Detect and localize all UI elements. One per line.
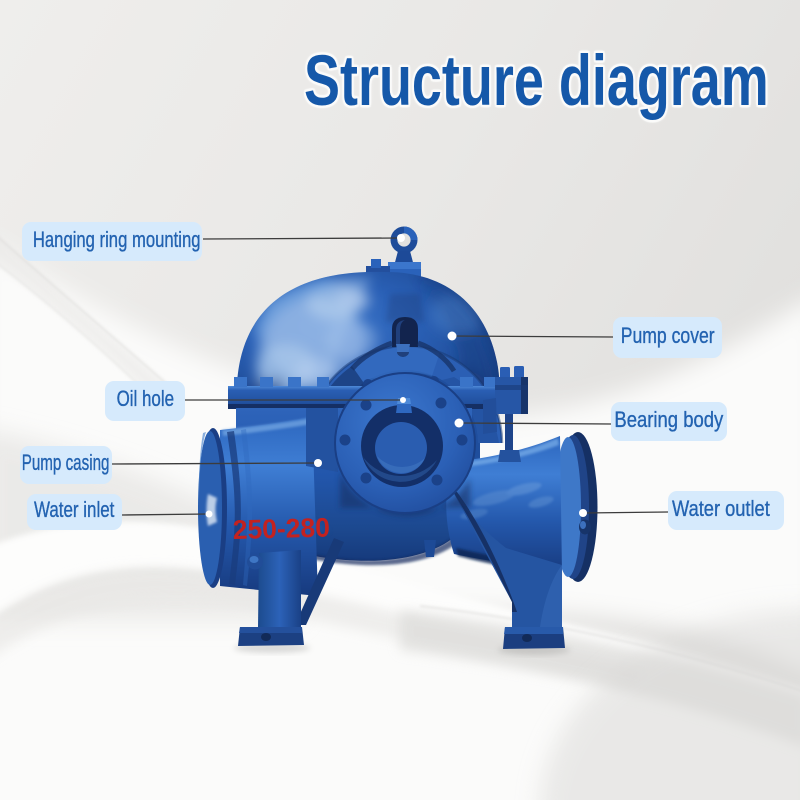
svg-text:250-280: 250-280: [232, 512, 330, 545]
